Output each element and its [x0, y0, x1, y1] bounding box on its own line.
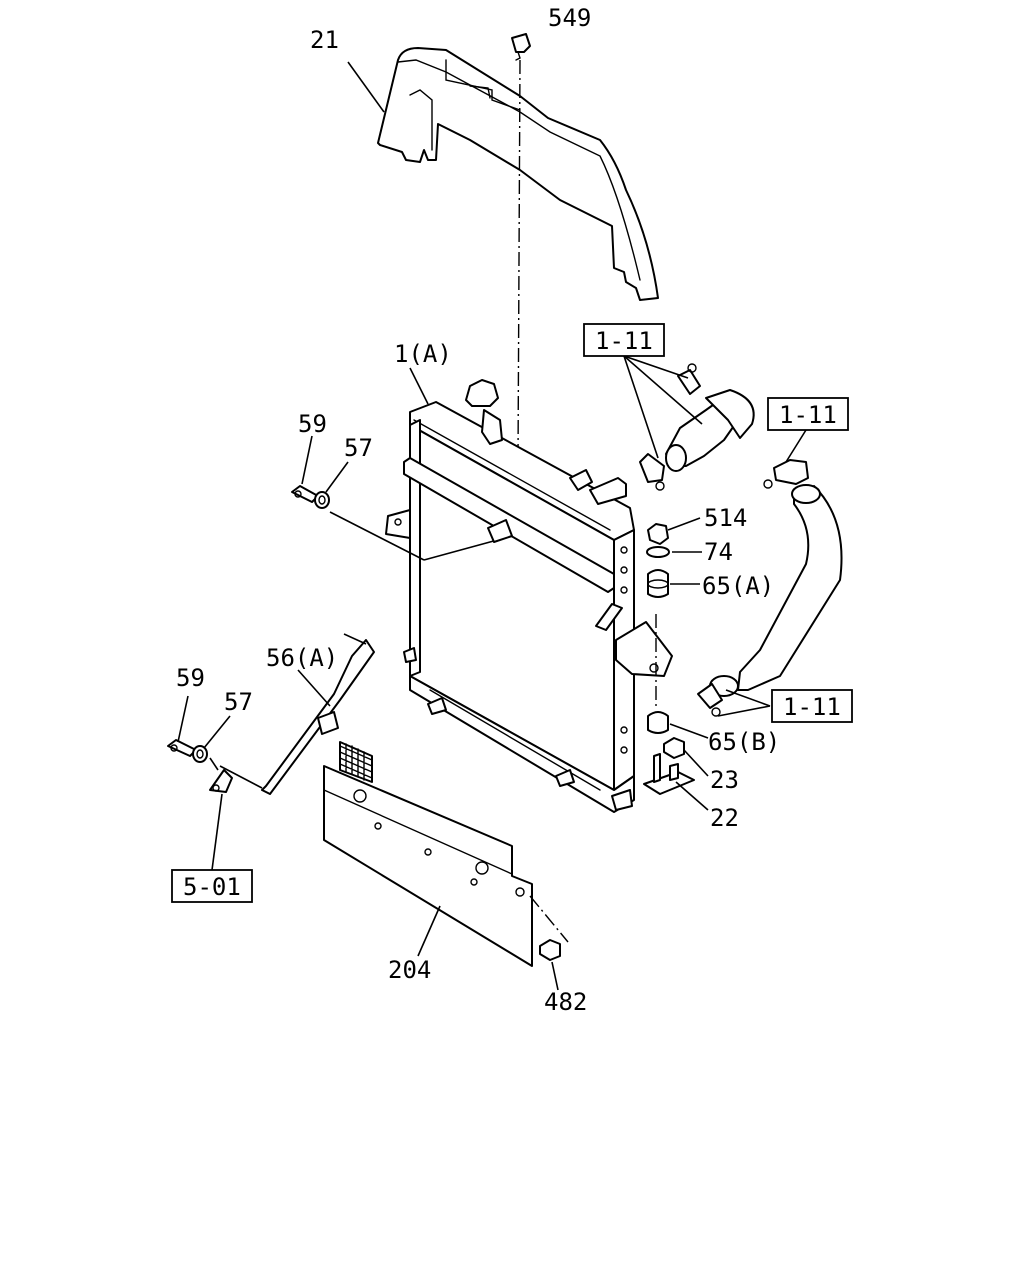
ref-box-1-11-right: 1-11	[767, 397, 849, 431]
push-clip-part	[511, 33, 531, 461]
label-56a: 56(A)	[266, 644, 338, 672]
label-65a: 65(A)	[702, 572, 774, 600]
label-74: 74	[704, 538, 733, 566]
upper-bolt-washer	[291, 485, 330, 509]
lower-hose-part	[697, 459, 843, 717]
radiator-core-part	[329, 379, 673, 813]
label-59-lower: 59	[176, 664, 205, 692]
lower-bolt-washer	[167, 739, 219, 771]
ref-box-1-11-lower: 1-11	[771, 689, 853, 723]
label-59-upper: 59	[298, 410, 327, 438]
label-57-lower: 57	[224, 688, 253, 716]
lower-mount-hardware	[643, 711, 695, 795]
label-204: 204	[388, 956, 431, 984]
svg-text:1-11: 1-11	[779, 401, 837, 429]
label-514: 514	[704, 504, 747, 532]
label-22: 22	[710, 804, 739, 832]
ref-box-1-11-upper: 1-11	[583, 323, 665, 357]
cover-plate-part	[323, 741, 569, 967]
svg-text:1-11: 1-11	[595, 327, 653, 355]
leader-lines	[177, 61, 807, 991]
label-57-upper: 57	[344, 434, 373, 462]
label-549: 549	[548, 4, 591, 32]
reference-boxes: 1-11 1-11 1-11 5-01	[171, 323, 853, 903]
ref-box-5-01: 5-01	[171, 869, 253, 903]
fan-shroud-part	[377, 47, 659, 301]
label-23: 23	[710, 766, 739, 794]
label-21: 21	[310, 26, 339, 54]
stay-rod-part	[209, 633, 375, 795]
label-65b: 65(B)	[708, 728, 780, 756]
svg-text:5-01: 5-01	[183, 873, 241, 901]
label-482: 482	[544, 988, 587, 1016]
upper-hose-part	[639, 363, 755, 491]
upper-mount-hardware	[646, 523, 670, 598]
callout-labels: 549 21 1(A) 59 57 514 74 65(A) 56(A) 59 …	[176, 4, 780, 1016]
svg-text:1-11: 1-11	[783, 693, 841, 721]
label-1a: 1(A)	[394, 340, 452, 368]
